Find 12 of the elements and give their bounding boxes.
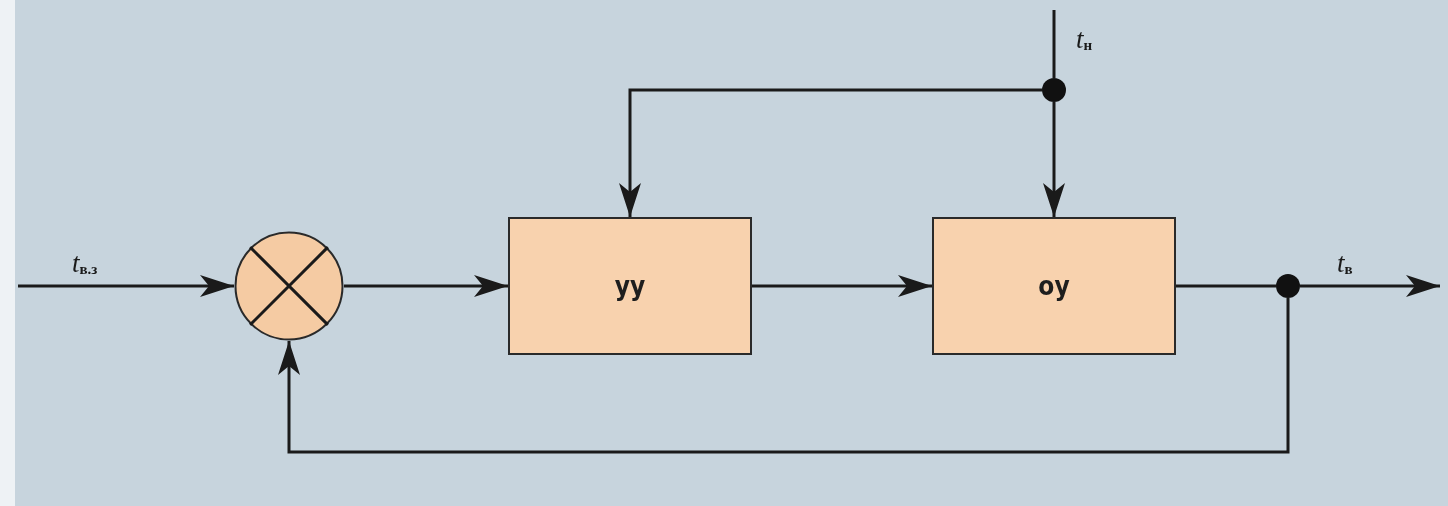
- arrow: [18, 275, 234, 297]
- arrow: [1043, 102, 1065, 217]
- arrow: [344, 275, 508, 297]
- process-box: [932, 217, 1176, 355]
- process-box: [508, 217, 752, 355]
- arrow: [1300, 275, 1440, 297]
- arrow: [278, 298, 1290, 454]
- arrow: [619, 88, 1042, 217]
- summing-junction: [234, 231, 344, 341]
- arrow: [752, 275, 932, 297]
- block-label: оу: [1038, 271, 1070, 301]
- block-label: уу: [614, 271, 646, 301]
